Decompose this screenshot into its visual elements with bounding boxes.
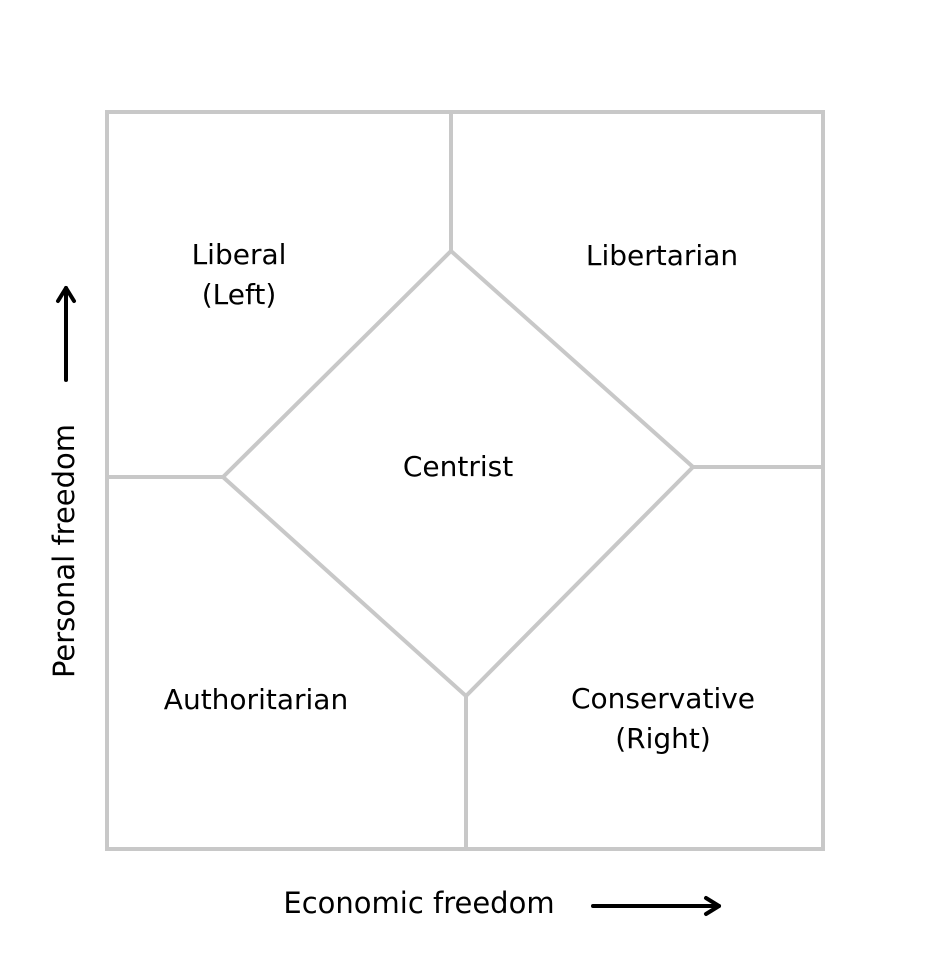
centrist-label-text: Centrist xyxy=(402,450,514,483)
y-axis-label: Personal freedom xyxy=(47,423,81,679)
liberal-label-line-2: (Left) xyxy=(201,278,277,311)
conservative-label-line-2: (Right) xyxy=(615,722,711,755)
conservative-label: Conservative (Right) xyxy=(571,679,755,759)
centrist-label: Centrist xyxy=(403,447,513,487)
vertical-arrow-icon xyxy=(56,286,76,382)
authoritarian-label: Authoritarian xyxy=(164,680,348,720)
authoritarian-label-text: Authoritarian xyxy=(163,683,349,716)
liberal-label-line-1: Liberal xyxy=(191,238,287,271)
libertarian-label-text: Libertarian xyxy=(585,239,739,272)
centrist-diamond xyxy=(220,248,696,699)
x-axis-label: Economic freedom xyxy=(283,886,555,920)
liberal-label: Liberal (Left) xyxy=(192,235,287,315)
horizontal-arrow-icon xyxy=(591,896,721,916)
conservative-label-line-1: Conservative xyxy=(570,682,756,715)
libertarian-label: Libertarian xyxy=(586,236,738,276)
